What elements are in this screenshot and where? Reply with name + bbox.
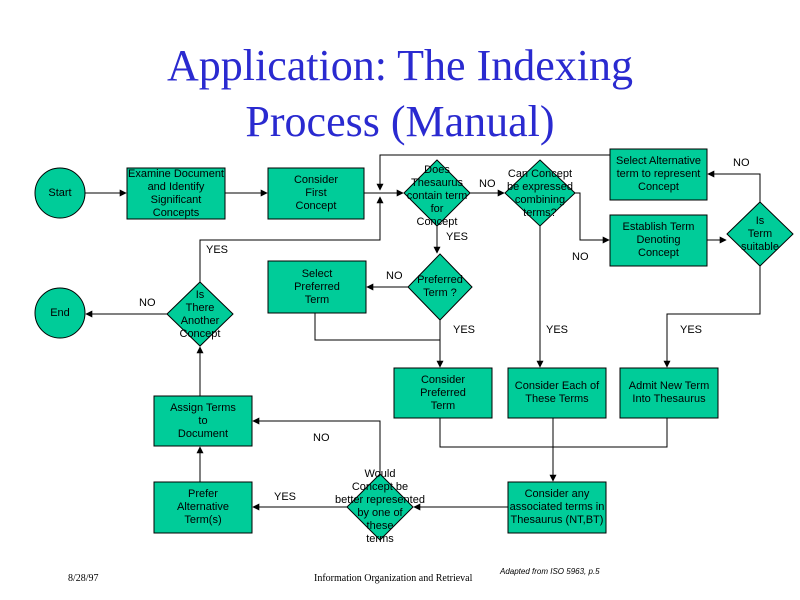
preferred-term-label: Preferred Term ?: [417, 274, 463, 299]
examine-node: [126, 167, 226, 220]
consider-first-node: [267, 167, 365, 220]
assign-terms-node: [153, 395, 253, 447]
page-title: Application: The Indexing: [167, 41, 633, 90]
yes-label-suitable: YES: [680, 324, 703, 336]
consider-preferred-label: Consider Preferred Term: [420, 373, 466, 412]
yes-label-preferred: YES: [453, 324, 476, 336]
no-label-another: NO: [139, 297, 156, 309]
does-thesaurus-label: Does Thesaurus contain term for Concept: [406, 163, 468, 228]
page-subtitle: Process (Manual): [245, 97, 555, 146]
prefer-alternative-node: [153, 481, 253, 534]
admit-new-node: [619, 367, 719, 419]
consider-associated-label: Consider any associated terms in Thesaur…: [509, 488, 605, 526]
can-concept-label: Can Concept be expressed combining terms…: [506, 168, 574, 219]
end-node: [34, 287, 86, 339]
would-concept-node: [346, 473, 414, 541]
prefer-alternative-label: Prefer Alternative Term(s): [177, 488, 229, 526]
select-preferred-label: Select Preferred Term: [294, 267, 340, 306]
is-there-another-label: Is There Another Concept: [179, 289, 221, 340]
consider-first-label: Consider First Concept: [293, 174, 339, 212]
yes-label-can: YES: [546, 324, 569, 336]
no-label-suitable: NO: [733, 157, 750, 169]
yes-label-does: YES: [446, 231, 469, 243]
is-term-suitable-label: Is Term suitable: [741, 214, 779, 253]
consider-preferred-node: [393, 367, 493, 419]
no-label-can: NO: [572, 251, 589, 263]
footer-course: Information Organization and Retrieval: [314, 573, 473, 584]
no-label-preferred: NO: [386, 270, 403, 282]
examine-label: Examine Document and Identify Significan…: [128, 167, 224, 219]
footer-date: 8/28/97: [68, 573, 99, 584]
is-there-another-node: [166, 281, 234, 347]
select-alternative-label: Select Alternative term to represent Con…: [616, 155, 701, 193]
yes-label-another: YES: [206, 244, 229, 256]
admit-new-label: Admit New Term Into Thesaurus: [628, 380, 710, 405]
consider-each-node: [507, 367, 607, 419]
establish-term-node: [609, 214, 708, 267]
select-preferred-node: [267, 260, 367, 314]
end-label: End: [50, 306, 70, 319]
consider-each-label: Consider Each of These Terms: [514, 380, 600, 405]
yes-label-would: YES: [274, 491, 297, 503]
start-label: Start: [48, 186, 72, 199]
no-label-does: NO: [479, 178, 496, 190]
select-alternative-node: [609, 148, 708, 201]
footer-source: Adapted from ISO 5963, p.5: [500, 567, 600, 576]
no-label-would: NO: [313, 432, 330, 444]
establish-term-label: Establish Term Denoting Concept: [622, 221, 695, 259]
assign-terms-label: Assign Terms to Document: [170, 401, 236, 440]
would-concept-label: Would Concept be better represented by o…: [335, 468, 425, 545]
